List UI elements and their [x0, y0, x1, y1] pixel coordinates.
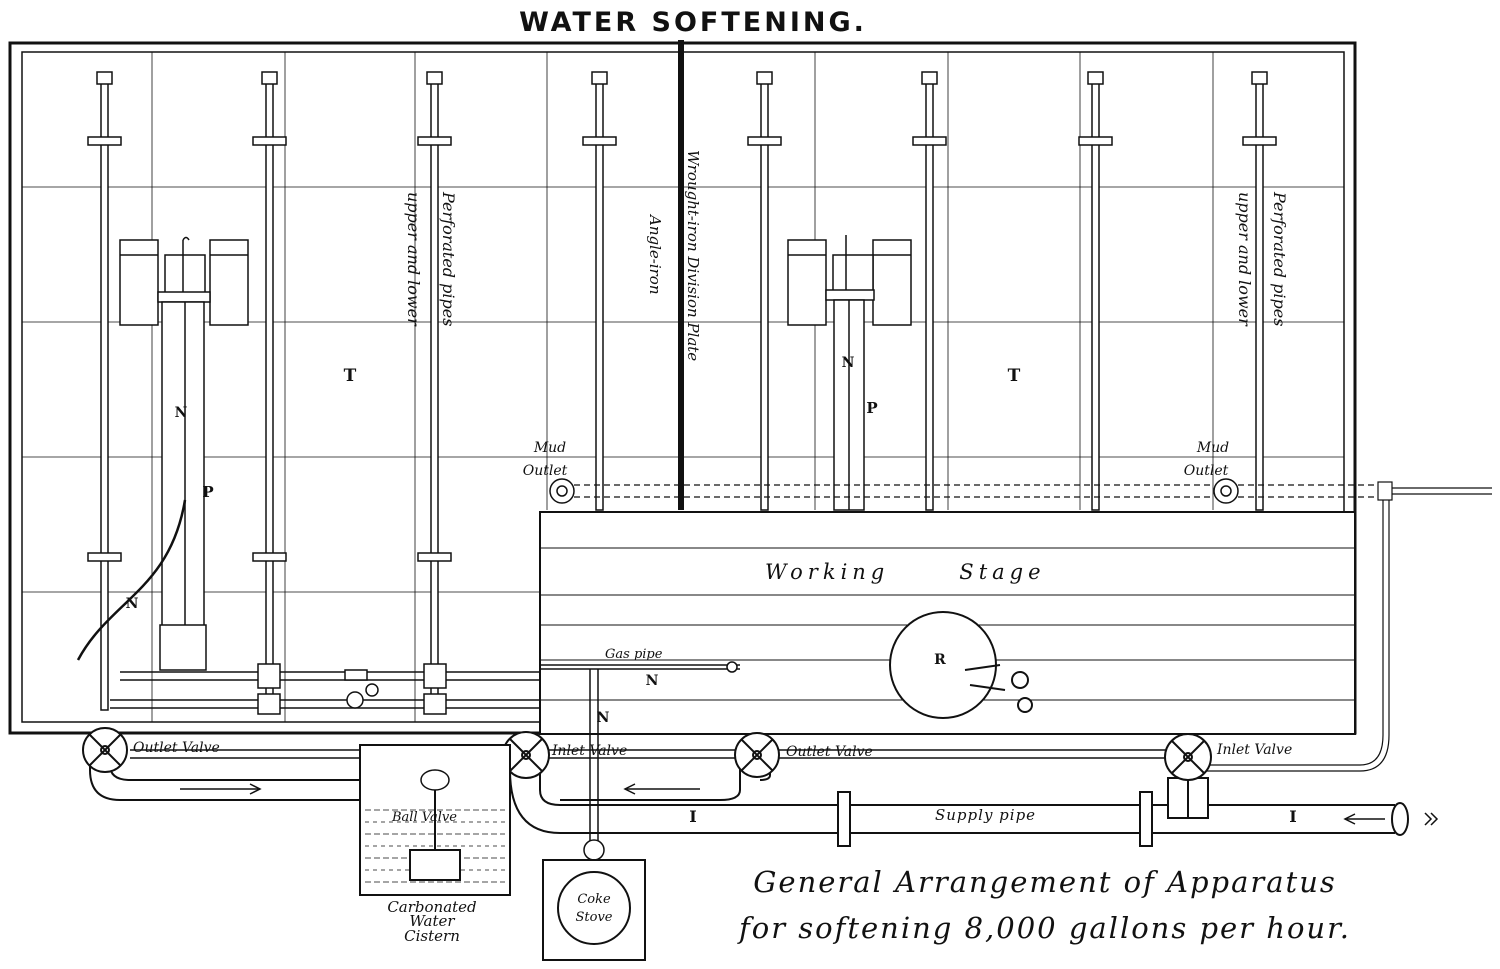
inlet-valve-left-wheel [502, 731, 550, 779]
label-mud-left-1: Mud [533, 440, 566, 456]
header-pipes [110, 663, 540, 715]
drain-pipe [574, 481, 1492, 772]
main-pipework [89, 749, 1409, 847]
perforated-pipe-8 [1242, 71, 1277, 511]
valve-wheels [82, 727, 1212, 781]
label-i-left: I [689, 807, 696, 826]
mud-outlet-right [1213, 478, 1239, 504]
label-ball-valve: Ball Valve [391, 810, 457, 825]
outlet-valve-right-wheel [734, 732, 780, 778]
label-inlet-valve-left: Inlet Valve [551, 743, 627, 759]
working-stage [539, 511, 1356, 735]
label-n-stove: N [597, 710, 610, 726]
label-tank-right: T [1008, 366, 1021, 386]
division-plate [678, 40, 684, 510]
carbonated-water-cistern [359, 744, 511, 896]
label-angle-iron: Angle-iron [646, 213, 664, 295]
perforated-pipe-3 [417, 71, 452, 711]
middle-agitator [787, 235, 912, 511]
label-p-mid: P [866, 399, 877, 417]
label-working-stage: Working Stage [765, 560, 1046, 584]
left-agitator [76, 236, 249, 671]
flow-arrows [180, 783, 1439, 826]
perforated-pipes [87, 71, 1277, 711]
inlet-valve-right-wheel [1164, 733, 1212, 781]
label-perforated-right-1: Perforated pipes [1270, 191, 1289, 326]
perforated-pipe-7 [1078, 71, 1113, 511]
label-gas-pipe: Gas pipe [605, 647, 663, 662]
label-tank-left: T [344, 366, 357, 386]
label-stove-1: Coke [577, 892, 611, 907]
label-n-mid: N [842, 355, 855, 371]
mud-outlet-left [549, 478, 575, 504]
label-division-plate: Wrought-iron Division Plate [684, 150, 702, 361]
label-mud-right-1: Mud [1196, 440, 1229, 456]
label-outlet-valve-right: Outlet Valve [786, 744, 873, 760]
labels: T T Perforated pipes upper and lower Per… [126, 150, 1297, 945]
label-p-left: P [202, 483, 213, 501]
label-perforated-right-2: upper and lower [1235, 192, 1254, 327]
gas-pipe [540, 661, 740, 861]
caption-line-2: for softening 8,000 gallons per hour. [737, 911, 1351, 945]
diagram-title: WATER SOFTENING. [519, 7, 867, 38]
label-supply-pipe: Supply pipe [935, 806, 1036, 824]
label-n-left-upper: N [175, 405, 188, 421]
caption-line-1: General Arrangement of Apparatus [753, 865, 1337, 899]
label-n-gas: N [646, 673, 659, 689]
label-inlet-valve-right: Inlet Valve [1216, 742, 1292, 758]
label-stove-2: Stove [576, 910, 613, 925]
perforated-pipe-5 [747, 71, 782, 511]
label-n-left-lower: N [126, 596, 139, 612]
r-valve-cluster [964, 664, 1033, 713]
label-cistern-1: Carbonated [387, 898, 476, 916]
label-perforated-left-2: upper and lower [404, 192, 423, 327]
label-outlet-valve-left: Outlet Valve [133, 740, 220, 756]
label-i-right: I [1289, 807, 1296, 826]
label-cistern-3: Cistern [404, 927, 460, 945]
perforated-pipe-2 [252, 71, 287, 711]
label-mud-left-2: Outlet [523, 463, 568, 479]
label-cistern-2: Water [409, 912, 455, 930]
perforated-pipe-1 [87, 71, 122, 711]
perforated-pipe-6 [912, 71, 947, 511]
outlet-valve-left-wheel [82, 727, 128, 773]
coke-stove [542, 859, 646, 961]
perforated-pipe-4 [582, 71, 617, 511]
label-r: R [934, 652, 946, 668]
label-mud-right-2: Outlet [1184, 463, 1229, 479]
label-perforated-left-1: Perforated pipes [439, 191, 458, 326]
